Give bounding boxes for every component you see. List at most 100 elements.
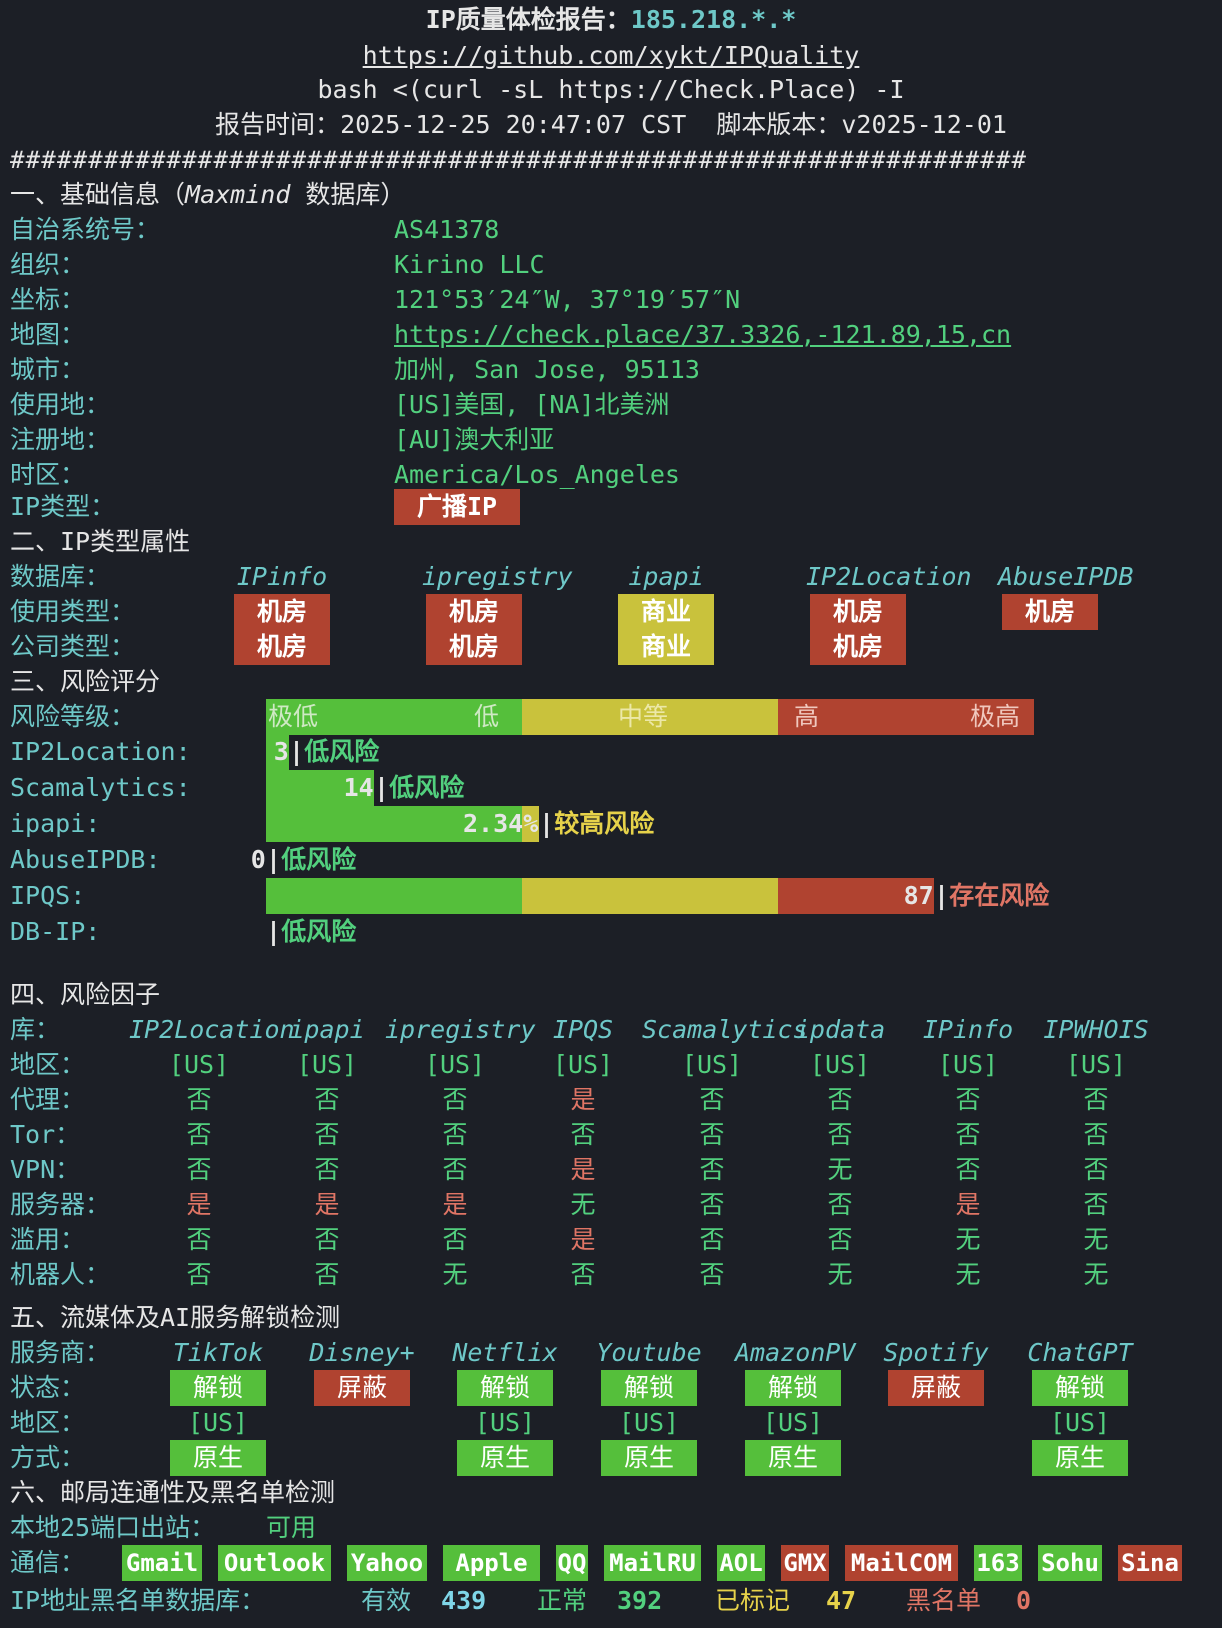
service-name: ChatGPT xyxy=(1027,1338,1133,1367)
risk-bar-fill xyxy=(266,734,289,770)
factors-cell: 否 xyxy=(699,1085,725,1114)
company-type-badge: 机房 xyxy=(426,629,522,665)
factors-row-label: 代理： xyxy=(10,1085,86,1114)
factors-cell: 否 xyxy=(442,1225,468,1254)
factors-db-name: ipdata xyxy=(794,1015,886,1044)
time-row: 报告时间：2025-12-25 20:47:07 CST 脚本版本：v2025-… xyxy=(0,107,1222,143)
scale-medium: 中等 xyxy=(618,702,669,731)
risk-divider: | xyxy=(539,809,555,838)
factors-row-label: Tor： xyxy=(10,1120,81,1149)
mail-provider-badge: MailCOM xyxy=(845,1545,958,1581)
factors-row-label: 滥用： xyxy=(10,1225,86,1254)
separator-row: ########################################… xyxy=(0,142,1222,178)
risk-level: 较高风险 xyxy=(554,809,655,838)
blacklist-normal-value: 392 xyxy=(617,1586,663,1615)
risk-bar-fill xyxy=(778,878,934,914)
risk-score: 0 xyxy=(250,845,266,874)
service-region: [US] xyxy=(1049,1408,1111,1437)
factors-cell: 是 xyxy=(955,1190,981,1219)
factors-cell: 否 xyxy=(186,1260,212,1289)
risk-divider: | xyxy=(289,737,305,766)
factors-cell: [US] xyxy=(1065,1050,1127,1079)
service-region: [US] xyxy=(474,1408,536,1437)
risk-row: AbuseIPDB:0|低风险 xyxy=(0,842,1222,878)
risk-scale-row: 风险等级： 极低 低 中等 高 极高 xyxy=(0,699,1222,735)
risk-bar-fill xyxy=(522,878,778,914)
factors-db-name: ipapi xyxy=(289,1015,365,1044)
factors-cell: 否 xyxy=(955,1155,981,1184)
factors-cell: 无 xyxy=(827,1155,853,1184)
scale-high-segment xyxy=(778,699,1034,735)
factors-db-name: IPWHOIS xyxy=(1043,1015,1149,1044)
risk-row-label: DB-IP: xyxy=(10,917,101,946)
types-db-name: ipapi xyxy=(628,562,704,591)
risk-level: 存在风险 xyxy=(949,881,1050,910)
basic-row-value: Kirino LLC xyxy=(394,250,545,279)
types-db-name: IP2Location xyxy=(806,562,972,591)
factors-cell: 否 xyxy=(570,1120,596,1149)
factors-cell: 否 xyxy=(699,1120,725,1149)
factors-row-label: 服务器： xyxy=(10,1190,111,1219)
risk-row-label: Scamalytics: xyxy=(10,773,191,802)
report-title: IP质量体检报告：185.218.*.* xyxy=(0,2,1222,38)
company-type-badge: 机房 xyxy=(810,629,906,665)
ip-type-row: IP类型： 广播IP xyxy=(0,489,1222,525)
factors-cell: 无 xyxy=(955,1260,981,1289)
mail-provider-badge: Sina xyxy=(1118,1545,1182,1581)
mail-provider-badge: Outlook xyxy=(218,1545,331,1581)
title-ip: 185.218.*.* xyxy=(630,5,797,34)
basic-row-value: 加州, San Jose, 95113 xyxy=(394,355,700,384)
factors-section-title: 四、风险因子 xyxy=(10,980,161,1009)
risk-row-label: ipapi: xyxy=(10,809,101,838)
factors-cell: [US] xyxy=(552,1050,614,1079)
factors-row: 代理：否否否是否否否否 xyxy=(0,1082,1222,1118)
factors-cell: 否 xyxy=(827,1190,853,1219)
basic-row: 城市： 加州, San Jose, 95113 xyxy=(0,352,1222,388)
factors-cell: 否 xyxy=(1083,1155,1109,1184)
service-status-badge: 解锁 xyxy=(601,1370,697,1406)
basic-row: 坐标：121°53′24″W, 37°19′57″N xyxy=(0,282,1222,318)
title-label: IP质量体检报告： xyxy=(425,5,631,34)
factors-cell: 否 xyxy=(827,1225,853,1254)
types-title-row: 二、IP类型属性 xyxy=(0,524,1222,560)
types-company-label: 公司类型： xyxy=(10,632,136,661)
basic-row-value: [US]美国, [NA]北美洲 xyxy=(394,390,670,419)
basic-row-label: 坐标： xyxy=(10,285,86,314)
mail-port-row: 本地25端口出站： 可用 xyxy=(0,1510,1222,1546)
mail-blacklist-row: IP地址黑名单数据库： 有效 439 正常 392 已标记 47 黑名单 0 xyxy=(0,1583,1222,1619)
factors-row: 机器人：否否无否否无无无 xyxy=(0,1257,1222,1293)
risk-divider: | xyxy=(266,845,282,874)
mail-provider-badge: QQ xyxy=(556,1545,588,1581)
use-type-badge: 商业 xyxy=(618,594,714,630)
risk-level: 低风险 xyxy=(281,845,357,874)
mail-comm-label: 通信： xyxy=(10,1548,86,1577)
factors-row-label: VPN： xyxy=(10,1155,81,1184)
blacklist-black-label: 黑名单 xyxy=(906,1586,982,1615)
risk-bar-fill xyxy=(266,878,522,914)
repo-link[interactable]: https://github.com/xykt/IPQuality xyxy=(362,41,860,70)
factors-cell: 否 xyxy=(1083,1085,1109,1114)
risk-section-title: 三、风险评分 xyxy=(10,667,161,696)
mail-provider-badge: Gmail xyxy=(122,1545,202,1581)
factors-cell: 否 xyxy=(314,1085,340,1114)
risk-bar-fill xyxy=(266,770,374,806)
map-link[interactable]: https://check.place/37.3326,-121.89,15,c… xyxy=(394,320,1012,349)
basic-row-label: 注册地： xyxy=(10,425,111,454)
basic-row-value: AS41378 xyxy=(394,215,500,244)
basic-row: 使用地：[US]美国, [NA]北美洲 xyxy=(0,387,1222,423)
factors-cell: [US] xyxy=(296,1050,358,1079)
factors-cell: 否 xyxy=(442,1085,468,1114)
basic-row-value: [AU]澳大利亚 xyxy=(394,425,555,454)
streaming-region-label: 地区： xyxy=(10,1408,86,1437)
separator: ########################################… xyxy=(10,146,1028,174)
command-row: bash <(curl -sL https://Check.Place) -I xyxy=(0,72,1222,108)
mail-port-label: 本地25端口出站： xyxy=(10,1513,216,1542)
factors-db-name: IPQS xyxy=(552,1015,614,1044)
service-method-badge: 原生 xyxy=(457,1440,553,1476)
factors-cell: 否 xyxy=(314,1155,340,1184)
factors-cell: 否 xyxy=(186,1155,212,1184)
basic-row-label: 城市： xyxy=(10,355,86,384)
factors-db-name: ipregistry xyxy=(385,1015,536,1044)
service-method-badge: 原生 xyxy=(1032,1440,1128,1476)
